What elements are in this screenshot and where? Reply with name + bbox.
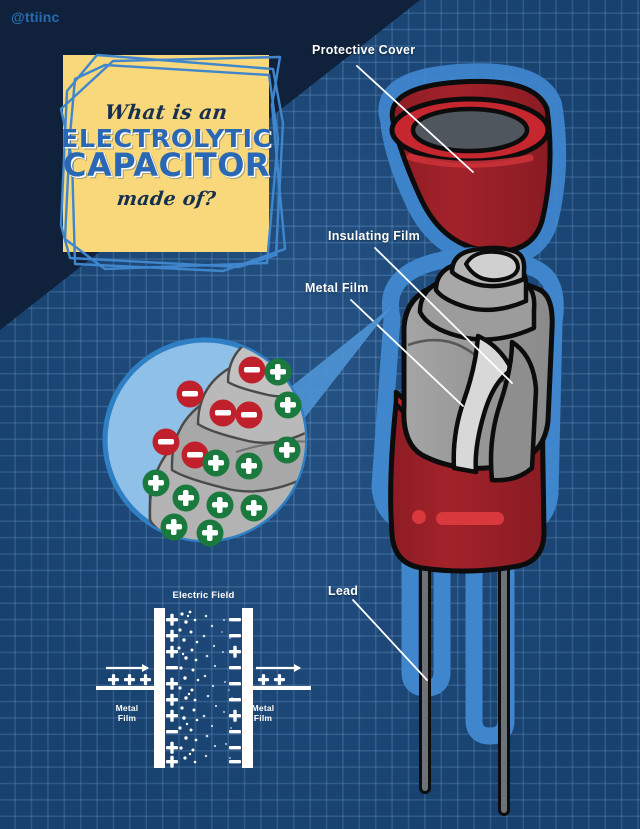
callout-label-protective-cover: Protective Cover [312, 43, 416, 57]
title-line-2: ELECTROLYTIC [61, 123, 272, 153]
brand-handle: @ttiinc [11, 9, 60, 25]
right-lead-charges [258, 674, 285, 686]
inner-right-charge-column [229, 618, 241, 764]
left-plate [154, 608, 165, 768]
efield-label-metal-film-right: Metal Film [242, 703, 284, 723]
title-line-1: What is an [103, 99, 230, 124]
callout-label-metal-film: Metal Film [305, 281, 369, 295]
efield-right-label-line1: Metal [251, 703, 275, 713]
efield-left-label-line1: Metal [115, 703, 139, 713]
efield-right-label-line2: Film [253, 712, 273, 723]
right-plate [242, 608, 253, 768]
efield-label-metal-film-left: Metal Film [106, 703, 148, 723]
efield-left-label-line2: Film [117, 712, 137, 723]
right-lead-wire [251, 686, 311, 690]
sketch-frame-icon [59, 53, 287, 273]
title-card: What is an ELECTROLYTIC CAPACITOR made o… [57, 53, 287, 273]
title-line-4: made of? [115, 188, 218, 211]
electric-field-diagram: Electric Field [96, 590, 311, 790]
dielectric-dot-field [177, 610, 233, 764]
title-line-3: CAPACITOR [62, 146, 271, 185]
electric-field-svg [96, 608, 311, 768]
left-lead-charges [108, 674, 151, 686]
current-arrows [106, 664, 301, 672]
title-card-text: What is an ELECTROLYTIC CAPACITOR made o… [57, 55, 276, 255]
title-card-background [63, 55, 269, 252]
electric-field-title: Electric Field [172, 590, 235, 601]
callout-label-insulating-film: Insulating Film [328, 229, 420, 243]
callout-label-lead: Lead [328, 584, 359, 598]
left-lead-wire [96, 686, 156, 690]
inner-left-charge-column [166, 613, 178, 768]
